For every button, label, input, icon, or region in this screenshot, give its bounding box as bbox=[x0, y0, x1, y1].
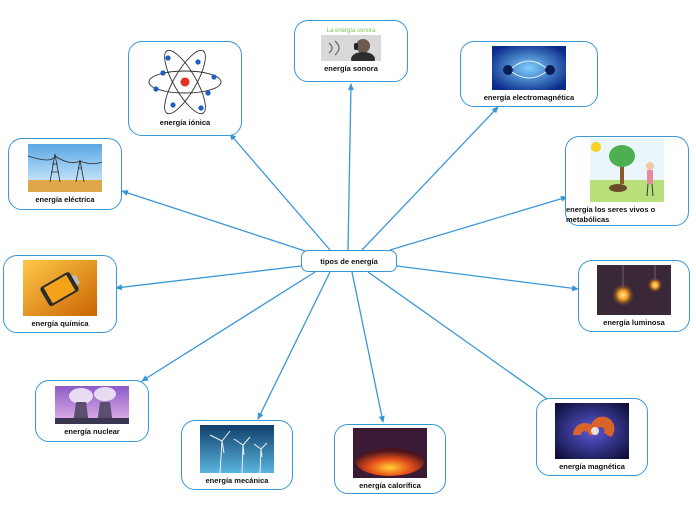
node-energia-quimica[interactable]: energía química bbox=[3, 255, 117, 333]
node-energia-electrica[interactable]: energía eléctrica bbox=[8, 138, 122, 210]
metabolica-label: energía los seres vivos o metabólicas bbox=[566, 205, 656, 224]
living-beings-image bbox=[590, 138, 664, 203]
node-energia-metabolica[interactable]: energía los seres vivos o metabólicas bbox=[565, 136, 689, 226]
light-bulbs-image bbox=[597, 264, 671, 315]
electromagnetica-label: energía electromagnética bbox=[483, 92, 575, 102]
node-energia-nuclear[interactable]: energía nuclear bbox=[35, 380, 149, 442]
node-energia-mecanica[interactable]: energía mecánica bbox=[181, 420, 293, 490]
connector-luminosa bbox=[396, 265, 579, 292]
atom-icon bbox=[148, 50, 222, 115]
node-energia-sonora[interactable]: La energía sonora energía sonora bbox=[294, 20, 408, 82]
node-energia-electromagnetica[interactable]: energía electromagnética bbox=[460, 41, 598, 107]
nuclear-plant-image bbox=[55, 385, 129, 424]
battery-image bbox=[23, 259, 97, 316]
magnet-image bbox=[555, 402, 629, 459]
connector-calorifica bbox=[351, 271, 385, 423]
center-node[interactable]: tipos de energía bbox=[301, 250, 397, 272]
lava-image bbox=[353, 427, 427, 478]
mecanica-label: energía mecánica bbox=[205, 475, 269, 485]
ionica-label: energía iónica bbox=[159, 118, 211, 128]
connector-electromagnetica bbox=[361, 106, 499, 251]
wind-turbines-image bbox=[200, 424, 274, 473]
quimica-label: energía química bbox=[31, 318, 89, 328]
node-energia-ionica[interactable]: energía iónica bbox=[128, 41, 242, 136]
magnetica-label: energía magnética bbox=[559, 461, 625, 471]
node-energia-magnetica[interactable]: energía magnética bbox=[536, 398, 648, 476]
sonora-label: energía sonora bbox=[324, 64, 378, 74]
connector-nuclear bbox=[141, 271, 316, 382]
electrica-label: energía eléctrica bbox=[35, 194, 95, 204]
nuclear-label: energía nuclear bbox=[64, 426, 120, 436]
node-energia-calorifica[interactable]: energía calorífica bbox=[334, 424, 446, 494]
connector-sonora bbox=[347, 83, 354, 251]
center-label: tipos de energía bbox=[320, 256, 378, 266]
connector-mecanica bbox=[257, 271, 331, 420]
luminosa-label: energía luminosa bbox=[603, 317, 665, 327]
connector-metabolica bbox=[389, 195, 568, 251]
calorifica-label: energía calorífica bbox=[359, 480, 421, 490]
connector-quimica bbox=[115, 265, 302, 291]
power-lines-image bbox=[28, 143, 102, 192]
connector-electrica bbox=[121, 190, 309, 253]
connector-magnetica bbox=[367, 271, 561, 409]
sonora-caption: La energía sonora bbox=[326, 28, 376, 35]
node-energia-luminosa[interactable]: energía luminosa bbox=[578, 260, 690, 332]
connector-ionica bbox=[229, 133, 331, 251]
electromagnetic-image bbox=[492, 45, 566, 90]
sound-image bbox=[321, 35, 381, 62]
